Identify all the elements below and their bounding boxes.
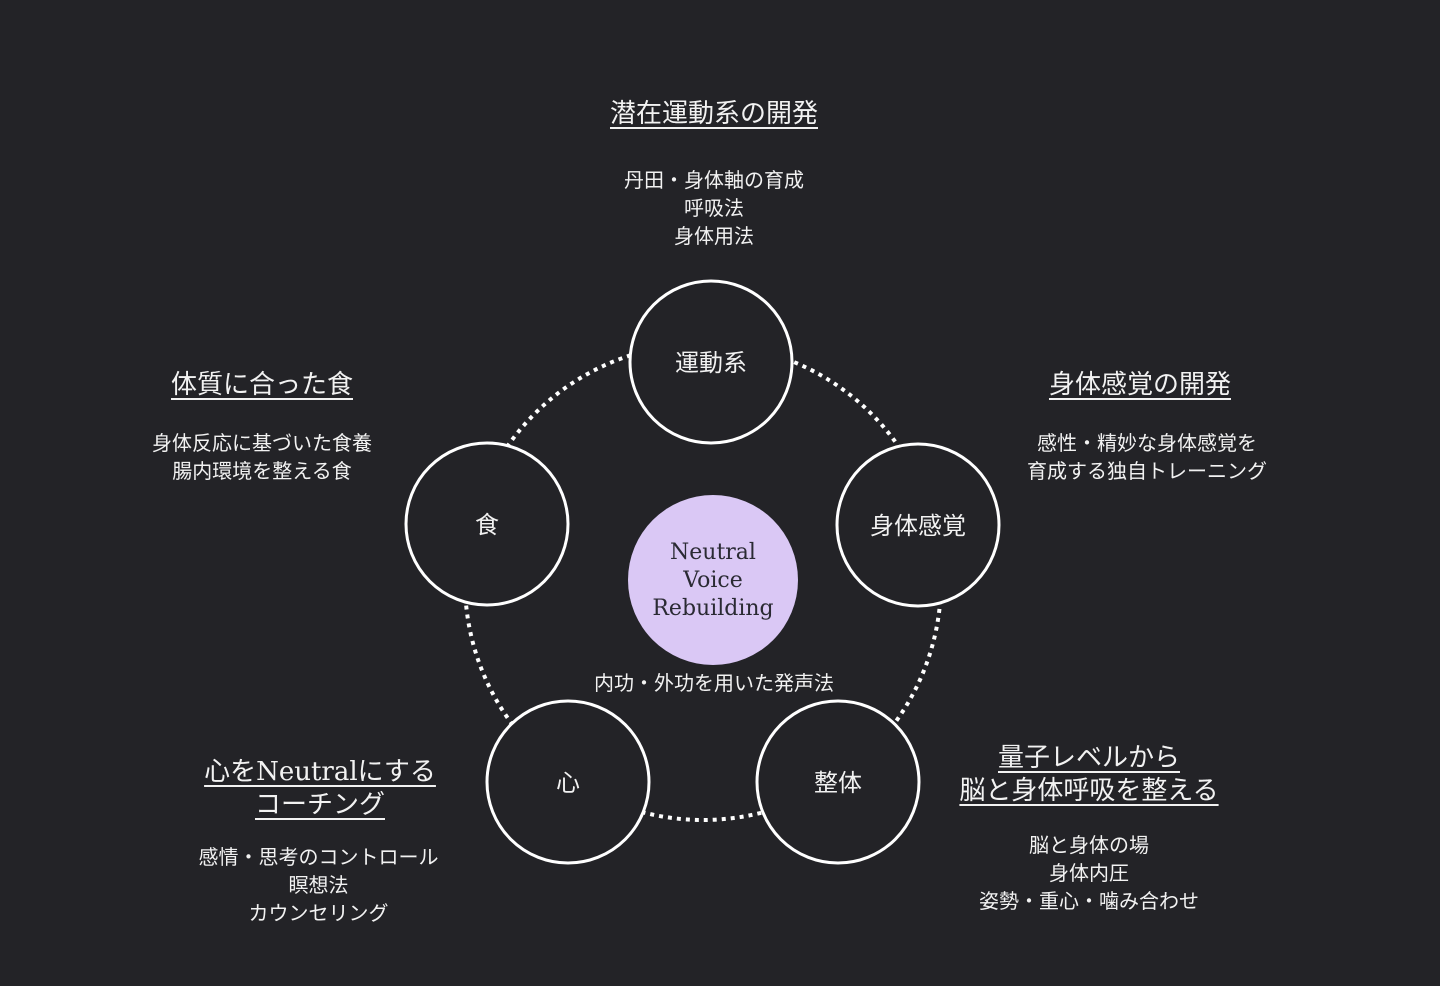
section-bottom-right-desc-line: 身体内圧 — [1048, 861, 1129, 885]
section-top-heading-line: 潜在運動系の開発 — [609, 99, 819, 129]
node-shoku-label: 食 — [475, 511, 499, 539]
node-kokoro-label: 心 — [556, 769, 580, 797]
section-top-desc-line: 身体用法 — [673, 224, 754, 248]
section-left-desc-line: 腸内環境を整える食 — [172, 459, 352, 483]
section-left-desc: 身体反応に基づいた食養 腸内環境を整える食 — [152, 429, 372, 485]
section-top-desc-line: 丹田・身体軸の育成 — [623, 168, 804, 192]
node-shoku: 食 — [404, 441, 570, 607]
section-right-desc-line: 育成する独自トレーニング — [1027, 459, 1267, 483]
node-kokoro: 心 — [485, 699, 651, 865]
node-undo: 運動系 — [628, 279, 794, 445]
section-right-heading: 身体感覚の開発 — [1013, 369, 1267, 402]
section-bottom-left-desc-line: 感情・思考のコントロール — [198, 845, 439, 869]
center-node: Neutral Voice Rebuilding — [628, 495, 798, 665]
node-seitai: 整体 — [755, 699, 921, 865]
section-right: 身体感覚の開発 感性・精妙な身体感覚を 育成する独自トレーニング — [1013, 369, 1267, 485]
section-bottom-left-heading-line: コーチング — [254, 790, 385, 820]
section-left-heading: 体質に合った食 — [152, 369, 372, 402]
node-shintai-label: 身体感覚 — [870, 512, 966, 540]
section-bottom-left-desc-line: カウンセリング — [248, 901, 389, 925]
node-undo-label: 運動系 — [675, 349, 747, 377]
section-top-desc: 丹田・身体軸の育成 呼吸法 身体用法 — [610, 166, 818, 250]
section-left-desc-line: 身体反応に基づいた食養 — [152, 431, 372, 455]
section-bottom-right-desc: 脳と身体の場 身体内圧 姿勢・重心・噛み合わせ — [959, 831, 1218, 915]
section-bottom-left-desc: 感情・思考のコントロール 瞑想法 カウンセリング — [199, 843, 439, 927]
section-bottom-left-heading-line: 心をNeutralにする — [204, 757, 436, 787]
section-bottom-left-heading: 心をNeutralにする コーチング — [202, 756, 439, 822]
node-shintai: 身体感覚 — [835, 442, 1001, 608]
section-right-desc-line: 感性・精妙な身体感覚を — [1037, 431, 1257, 455]
node-seitai-label: 整体 — [814, 769, 862, 797]
section-bottom-right-heading-line: 量子レベルから — [997, 743, 1181, 773]
section-bottom-right-heading-line: 脳と身体呼吸を整える — [959, 776, 1219, 806]
section-left-heading-line: 体質に合った食 — [170, 370, 353, 400]
section-top: 潜在運動系の開発 丹田・身体軸の育成 呼吸法 身体用法 — [610, 98, 818, 250]
section-bottom-left: 心をNeutralにする コーチング 感情・思考のコントロール 瞑想法 カウンセ… — [199, 756, 439, 927]
center-line-3: Rebuilding — [652, 596, 773, 621]
section-bottom-right: 量子レベルから 脳と身体呼吸を整える 脳と身体の場 身体内圧 姿勢・重心・噛み合… — [959, 742, 1218, 915]
section-bottom-right-desc-line: 脳と身体の場 — [1028, 833, 1149, 857]
section-right-heading-line: 身体感覚の開発 — [1048, 370, 1231, 400]
vocal-method-caption: 内功・外功を用いた発声法 — [594, 671, 834, 695]
section-right-desc: 感性・精妙な身体感覚を 育成する独自トレーニング — [1027, 429, 1267, 485]
center-line-2: Voice — [682, 568, 743, 593]
section-top-desc-line: 呼吸法 — [683, 196, 744, 220]
section-top-heading: 潜在運動系の開発 — [610, 98, 818, 131]
section-left: 体質に合った食 身体反応に基づいた食養 腸内環境を整える食 — [152, 369, 372, 485]
center-line-1: Neutral — [670, 540, 756, 565]
section-bottom-left-desc-line: 瞑想法 — [288, 873, 349, 897]
section-bottom-right-desc-line: 姿勢・重心・噛み合わせ — [978, 889, 1199, 913]
section-bottom-right-heading: 量子レベルから 脳と身体呼吸を整える — [959, 742, 1218, 808]
